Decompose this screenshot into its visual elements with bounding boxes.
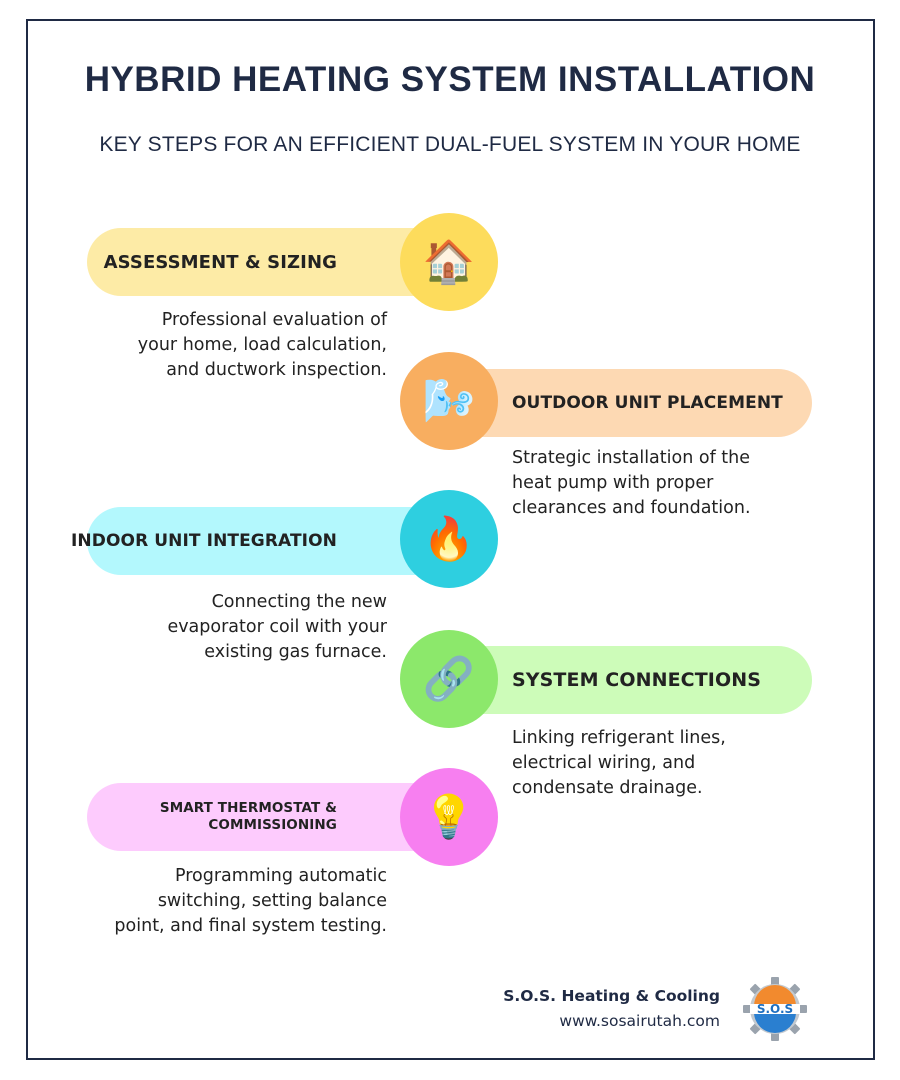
description-line: condensate drainage. (512, 778, 703, 798)
step-1-pill: ASSESSMENT & SIZING (87, 228, 449, 296)
description-line: Linking refrigerant lines, (512, 728, 726, 748)
svg-text:S.O.S: S.O.S (757, 1002, 793, 1016)
step-4-description: Linking refrigerant lines, electrical wi… (512, 726, 812, 801)
wind-face-icon: 🌬️ (422, 376, 476, 425)
description-line: switching, setting balance (157, 891, 387, 911)
description-line: electrical wiring, and (512, 753, 696, 773)
company-name: S.O.S. Heating & Cooling (503, 987, 720, 1005)
description-line: Connecting the new (211, 592, 387, 612)
light-bulb-icon: 💡 (422, 792, 476, 841)
description-line: clearances and foundation. (512, 498, 751, 518)
description-line: Professional evaluation of (161, 310, 387, 330)
description-line: existing gas furnace. (204, 642, 387, 662)
description-line: evaporator coil with your (167, 617, 387, 637)
description-line: Programming automatic (174, 866, 387, 886)
description-line: and ductwork inspection. (166, 360, 387, 380)
step-5-label: SMART THERMOSTAT & COMMISSIONING (159, 800, 337, 833)
company-website-link[interactable]: www.sosairutah.com (559, 1012, 720, 1030)
page-subtitle: KEY STEPS FOR AN EFFICIENT DUAL-FUEL SYS… (99, 133, 801, 156)
step-2-icon-circle: 🌬️ (400, 352, 498, 450)
step-2-pill: OUTDOOR UNIT PLACEMENT (449, 369, 812, 437)
description-line: point, and final system testing. (114, 916, 387, 936)
step-5-icon-circle: 💡 (400, 768, 498, 866)
step-1-description: Professional evaluation of your home, lo… (87, 308, 387, 383)
description-line: heat pump with proper (512, 473, 714, 493)
description-line: Strategic installation of the (512, 448, 751, 468)
step-4-label: SYSTEM CONNECTIONS (512, 669, 761, 691)
house-icon: 🏠 (422, 237, 476, 286)
step-3-pill: INDOOR UNIT INTEGRATION (71, 507, 449, 575)
step-3-description: Connecting the new evaporator coil with … (87, 590, 387, 665)
step-1-label: ASSESSMENT & SIZING (103, 251, 337, 273)
step-1-icon-circle: 🏠 (400, 213, 498, 311)
fire-icon: 🔥 (422, 514, 476, 563)
step-5-pill: SMART THERMOSTAT & COMMISSIONING (87, 783, 449, 851)
step-4-pill: SYSTEM CONNECTIONS (449, 646, 812, 714)
step-2-description: Strategic installation of the heat pump … (512, 446, 812, 521)
step-5-description: Programming automatic switching, setting… (87, 864, 387, 939)
chain-link-icon: 🔗 (422, 654, 476, 703)
sos-logo-icon: S.O.S (742, 976, 808, 1042)
step-4-icon-circle: 🔗 (400, 630, 498, 728)
step-3-icon-circle: 🔥 (400, 490, 498, 588)
description-line: your home, load calculation, (137, 335, 387, 355)
page-title: HYBRID HEATING SYSTEM INSTALLATION (84, 60, 816, 99)
step-3-label: INDOOR UNIT INTEGRATION (71, 531, 337, 551)
step-2-label: OUTDOOR UNIT PLACEMENT (512, 393, 783, 413)
